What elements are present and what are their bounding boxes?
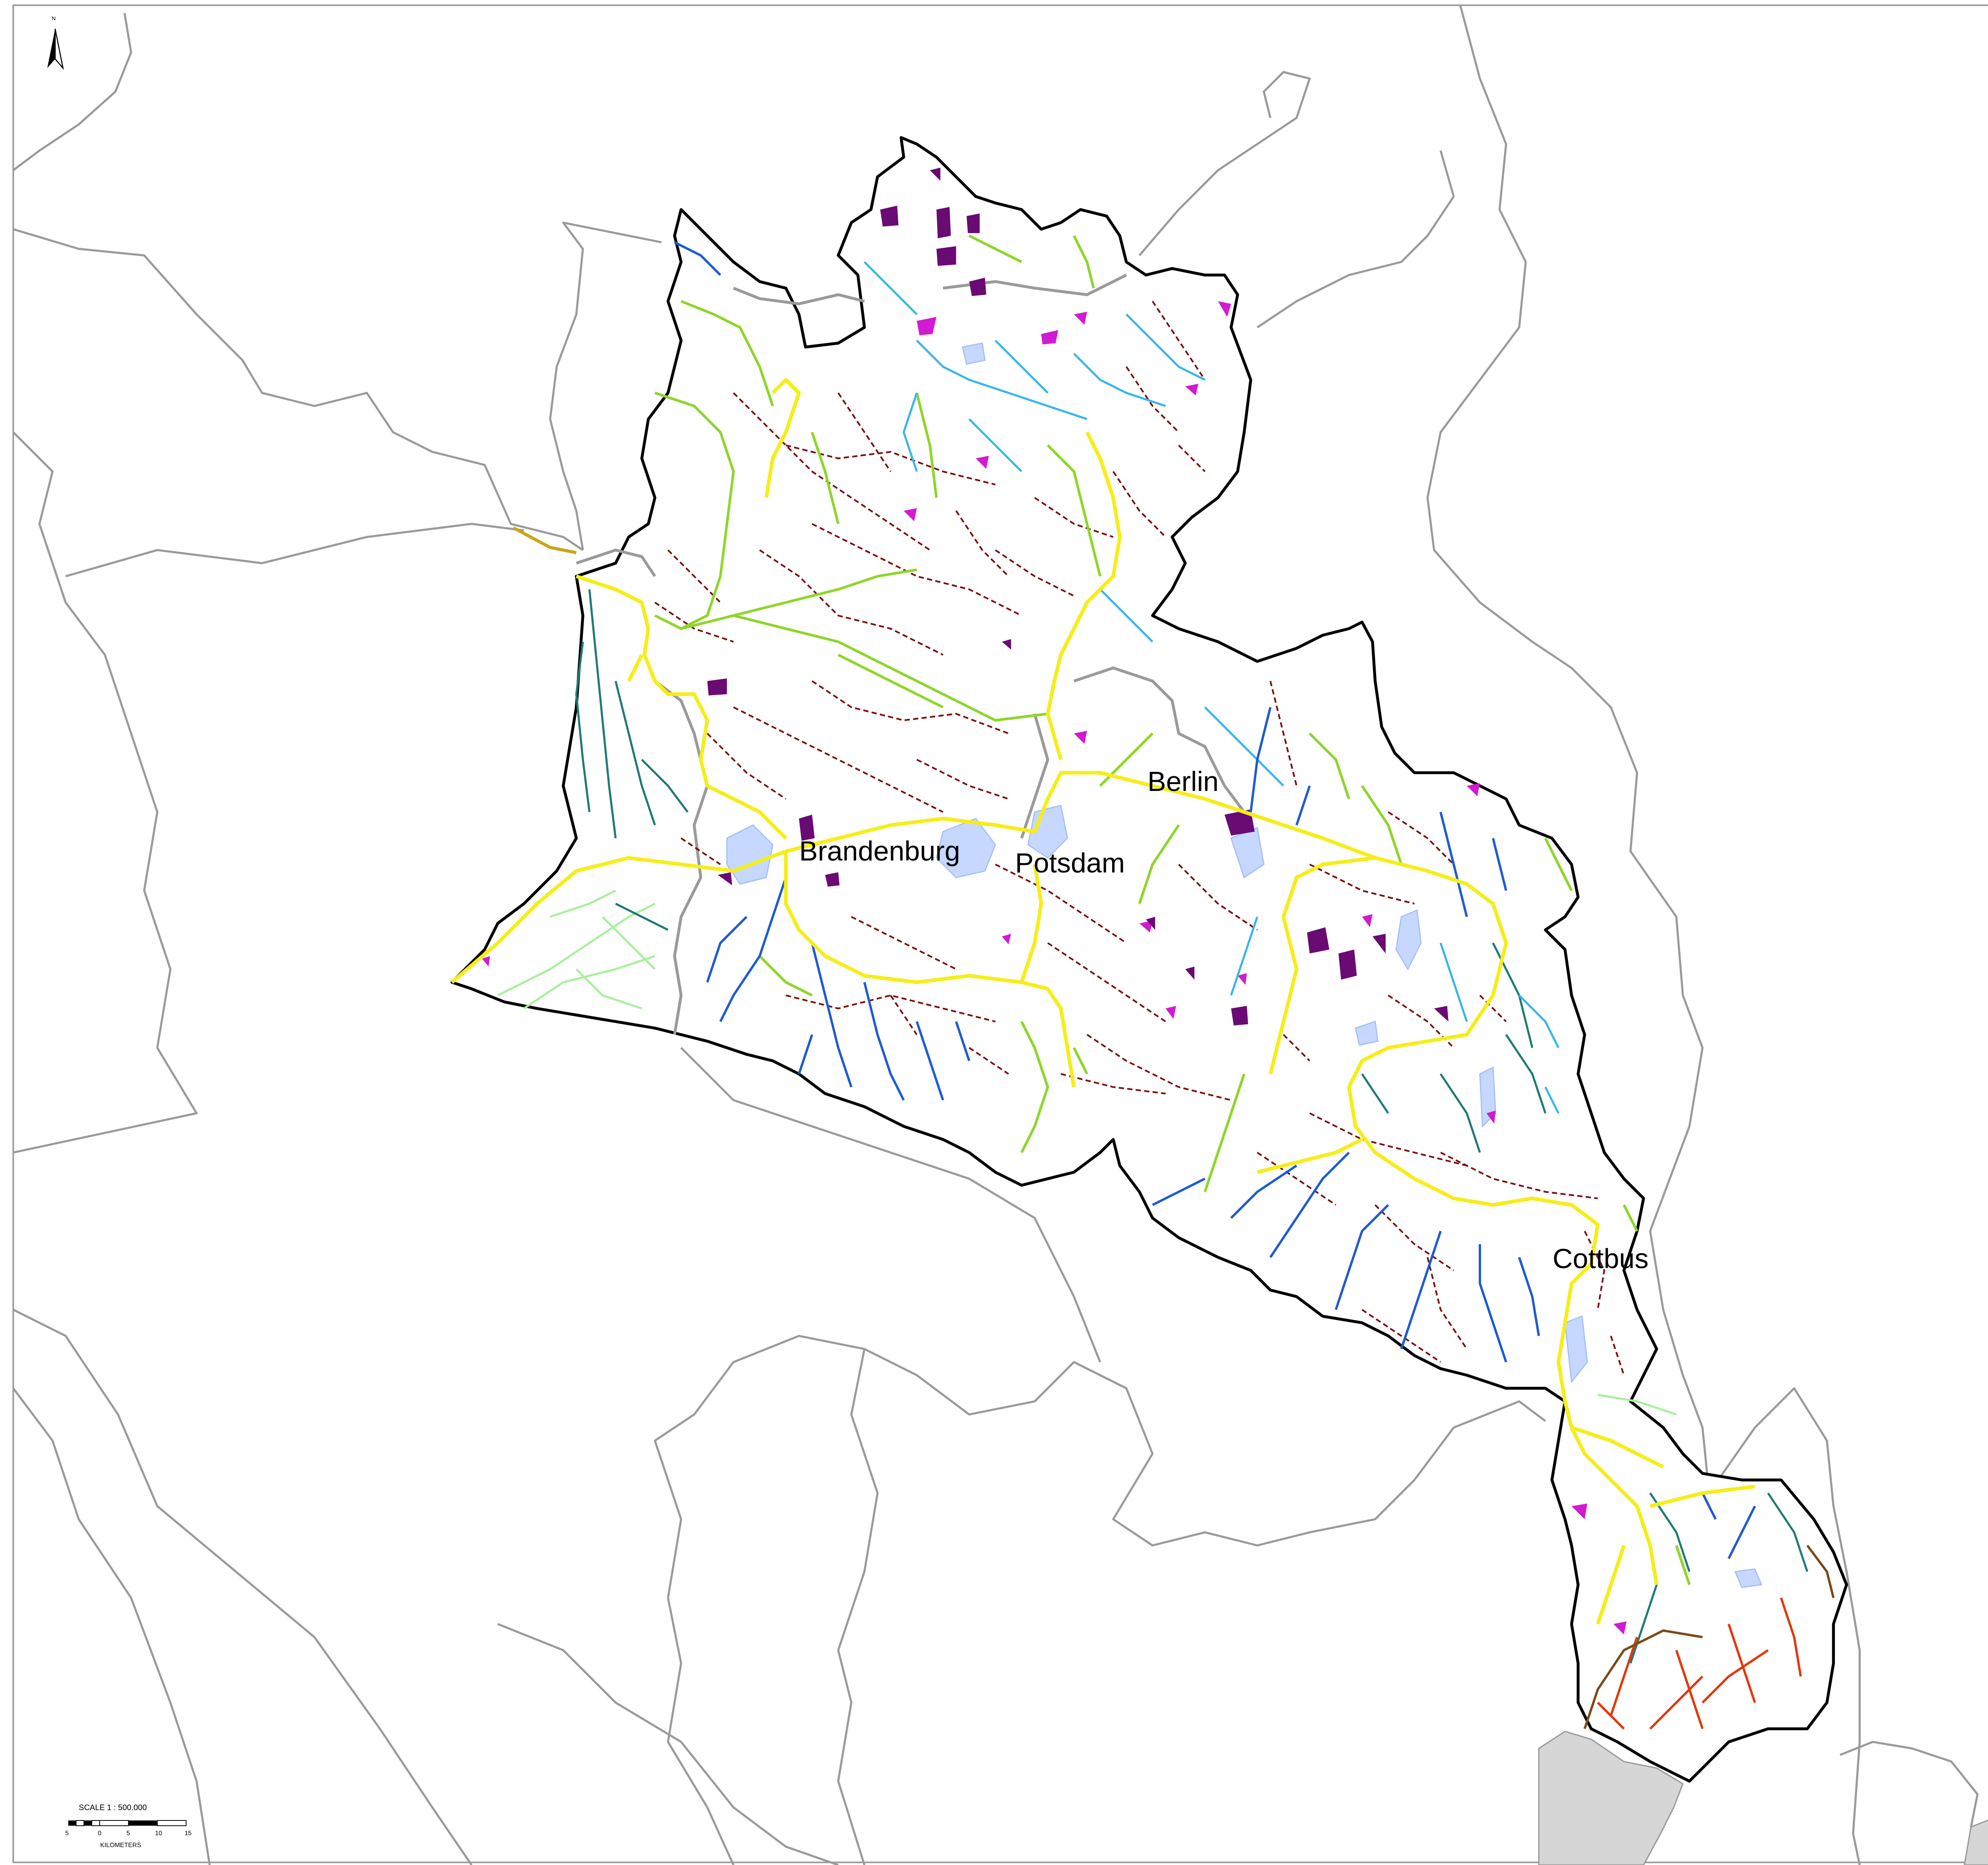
neighbor-region	[1964, 1819, 1988, 1865]
river-elbe-entry	[513, 526, 577, 554]
north-letter: N	[52, 15, 56, 21]
admin-boundaries	[12, 5, 1979, 1865]
scale-title: SCALE 1 : 500.000	[79, 1803, 147, 1812]
ditches	[654, 301, 1625, 1375]
tributaries-red	[1597, 1597, 1802, 1730]
tributaries-light-green	[497, 890, 1677, 1416]
scale-tick: 10	[155, 1830, 162, 1837]
scale-unit: KILOMETERS	[100, 1842, 142, 1849]
tributaries-light-blue	[864, 261, 1560, 1114]
city-label-potsdam: Potsdam	[1015, 847, 1125, 878]
scale-tick: 15	[184, 1830, 192, 1837]
tributaries-blue	[674, 241, 1756, 1559]
scale-tick: 0	[98, 1830, 101, 1837]
neighbor-region	[1538, 1731, 1684, 1865]
lakes-purple	[707, 167, 1449, 1026]
main-rivers	[450, 378, 1755, 1625]
city-label-cottbus: Cottbus	[1553, 1243, 1649, 1274]
basin-outline	[450, 136, 1848, 1783]
north-arrow-icon	[47, 29, 64, 70]
map-border	[12, 4, 1988, 1863]
tributaries-brown	[1583, 1544, 1835, 1729]
city-label-berlin: Berlin	[1147, 766, 1219, 797]
tributaries-green	[654, 234, 1691, 1585]
scale-tick: 5	[65, 1830, 69, 1837]
lakes-light	[726, 342, 1763, 1588]
scale-bar-graphic	[68, 1820, 187, 1826]
lakes-magenta	[482, 301, 1627, 1635]
tributaries-teal	[575, 589, 1808, 1664]
sub-basin-boundaries	[576, 274, 1259, 1035]
city-label-brandenburg: Brandenburg	[799, 835, 960, 866]
scale-tick: 5	[126, 1830, 130, 1837]
